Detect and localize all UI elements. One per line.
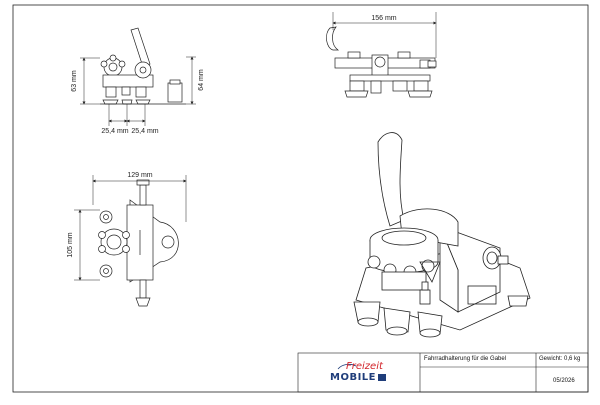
dim-side-spacing-a: 25,4 mm [101,128,128,135]
side-view [100,27,186,105]
dim-side-spacing-b: 25,4 mm [131,128,158,135]
logo-freizeit: Freizeit [346,361,383,372]
title-date: 05/2026 [553,378,575,384]
dim-front-width: 156 mm [371,15,396,22]
top-dimensions [74,175,187,281]
title-block [297,352,589,393]
dim-top-height: 105 mm [67,232,74,257]
top-view [98,179,179,307]
dim-side-height-left: 63 mm [71,70,78,92]
logo-flag-icon [378,374,386,381]
logo-mobile: MOBILE [330,372,376,383]
dim-top-width: 129 mm [127,172,152,179]
title-description: Fahrradhalterung für die Gabel [424,356,507,362]
front-view [326,26,437,98]
side-dimensions [80,56,196,126]
sheet-border [12,4,589,393]
logo-mark [337,363,357,370]
isometric-view [353,132,531,338]
dim-side-height-right: 64 mm [198,69,205,91]
title-weight: Gewicht: 0,6 kg [539,356,581,362]
front-dimensions [332,12,437,58]
